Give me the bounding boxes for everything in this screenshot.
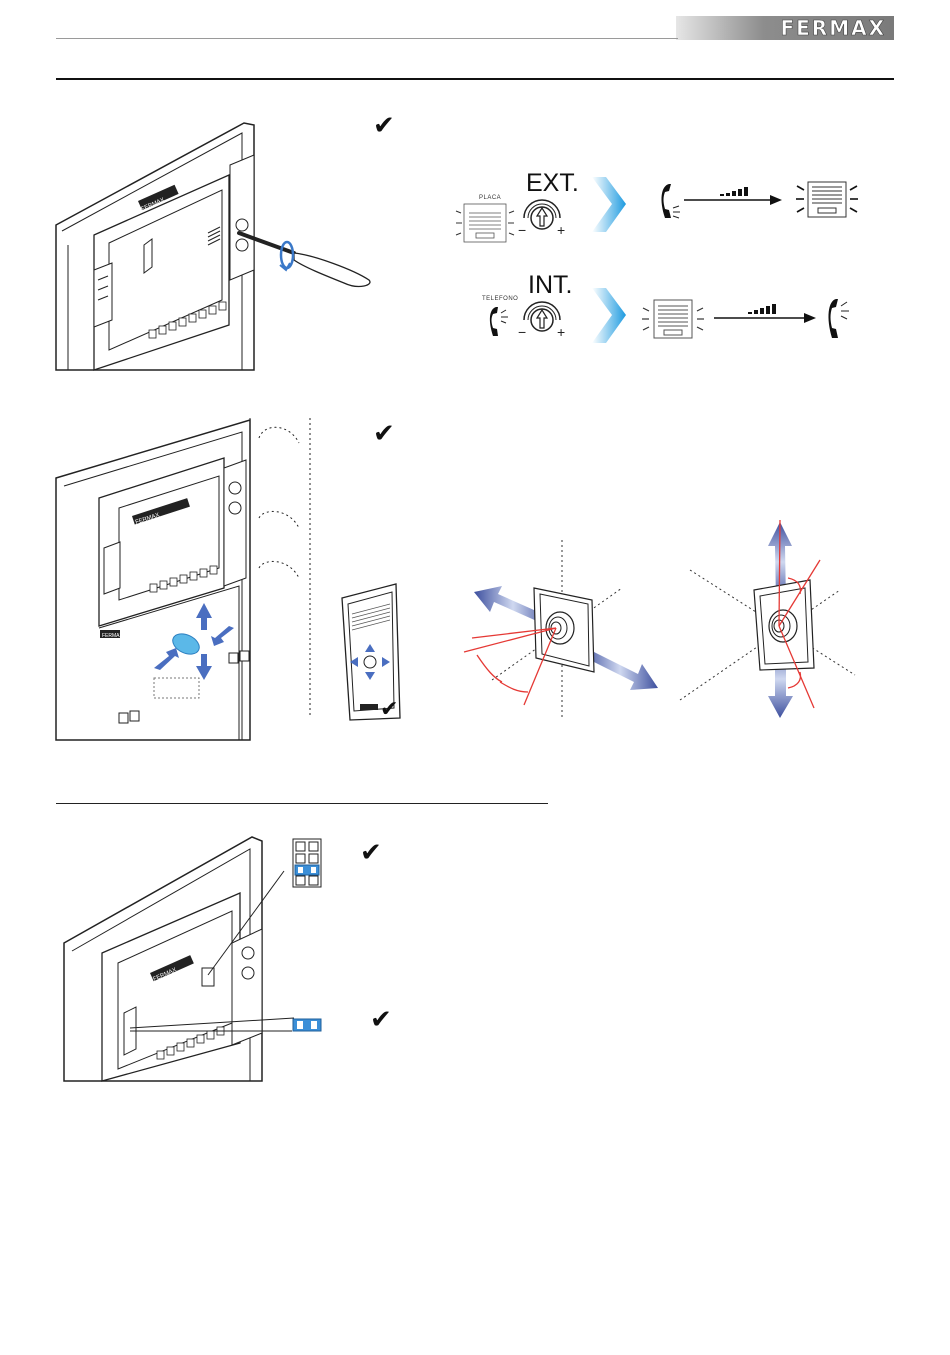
device-camera-adjust-illustration: FERMAX FERMAX ✔ [54,418,414,740]
ext-handset-icon [655,182,685,222]
int-flow-arrow [592,288,626,343]
checkmark-3: ✔ [360,840,382,866]
ext-label: EXT. [526,170,579,196]
section-divider [56,803,548,804]
camera-vertical-angle-diagram [680,520,860,720]
checkmark-device: ✔ [380,697,398,722]
int-panel-speaker-icon [642,298,704,340]
checkmark-1: ✔ [373,113,395,139]
header-rule [56,38,678,39]
ext-minus: − [518,222,526,238]
ext-flow-arrow [592,177,626,232]
int-label: INT. [528,272,572,298]
ext-plus: + [557,222,565,238]
ext-panel-icon [456,203,514,243]
checkmark-4: ✔ [370,1007,392,1033]
int-handset-dest-icon [822,296,856,342]
camera-horizontal-angle-diagram [462,540,662,718]
int-handset-icon [484,305,514,339]
section-rule [56,78,894,80]
jumper-single-icon [292,1018,322,1032]
brand-logo: FERMAX [780,17,886,39]
ext-monitor-speaker-icon [796,180,858,220]
device-logo-3: FERMAX [102,633,124,639]
device-screwdriver-illustration: FERMAX [54,115,394,370]
int-minus: − [518,324,526,340]
int-signal-arrow [714,300,818,324]
brand-bar: FERMAX [676,16,894,40]
int-plus: + [557,324,565,340]
telefono-label: TELEFONO [482,296,518,302]
checkmark-2: ✔ [373,421,395,447]
ext-signal-arrow [684,186,784,206]
jumper-block-icon [292,838,322,888]
placa-label: PLACA [479,195,501,201]
